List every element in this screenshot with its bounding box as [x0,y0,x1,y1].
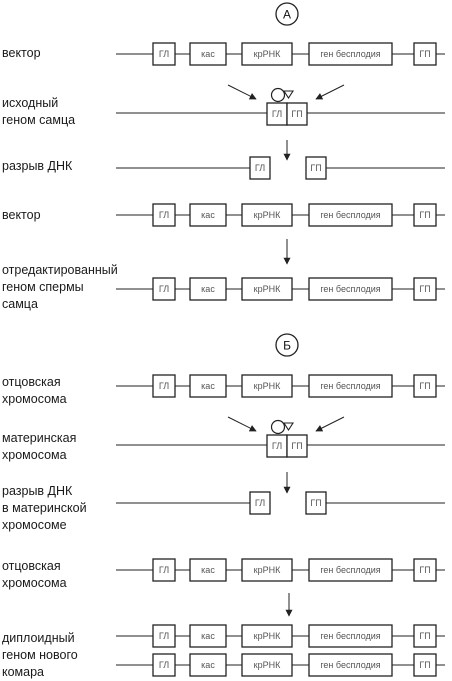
svg-text:ГЛ: ГЛ [159,565,169,575]
svg-text:кас: кас [201,565,215,575]
svg-text:ген бесплодия: ген бесплодия [320,284,380,294]
svg-text:ген бесплодия: ген бесплодия [320,49,380,59]
svg-text:ГП: ГП [419,210,430,220]
row-label-male-genome: исходный геном самца [2,96,76,127]
svg-text:кас: кас [201,49,215,59]
paternal-chromosome-b4: ГЛ кас крРНК ген бесплодия ГП [116,558,445,582]
dna-break-b: ГЛ ГП [116,491,445,515]
row-label-dna-break: разрыв ДНК [2,159,73,173]
svg-text:кас: кас [201,210,215,220]
diploid-genome-lower: ГЛ кас крРНК ген бесплодия ГП [116,653,445,677]
svg-text:ГЛ: ГЛ [159,660,169,670]
svg-text:ген бесплодия: ген бесплодия [320,381,380,391]
svg-text:ГЛ: ГЛ [159,631,169,641]
guide-rna-icon [282,90,295,100]
svg-text:кас: кас [201,660,215,670]
svg-text:кас: кас [201,631,215,641]
svg-text:ГП: ГП [291,109,302,119]
svg-text:А: А [283,8,291,22]
svg-text:крРНК: крРНК [254,49,281,59]
row-label-vector: вектор [2,46,41,60]
svg-text:крРНК: крРНК [254,381,281,391]
cas9-complex-icon [270,87,286,103]
row-label-vector-2: вектор [2,208,41,222]
row-label-edited-genome: отредактированный геном спермы самца [2,263,118,311]
guide-rna-icon [282,422,295,432]
male-genome-cut: ГЛ ГП [116,84,445,126]
panel-b-marker: Б [275,333,299,357]
svg-text:ГП: ГП [419,631,430,641]
svg-text:ГП: ГП [291,441,302,451]
svg-text:ГЛ: ГЛ [272,109,282,119]
svg-text:ген бесплодия: ген бесплодия [320,660,380,670]
svg-text:ген бесплодия: ген бесплодия [320,565,380,575]
svg-text:ГП: ГП [419,565,430,575]
svg-text:крРНК: крРНК [254,210,281,220]
paternal-chromosome-b1: ГЛ кас крРНК ген бесплодия ГП [116,374,445,398]
svg-text:ГЛ: ГЛ [272,441,282,451]
svg-text:крРНК: крРНК [254,284,281,294]
cas9-complex-icon [270,419,286,435]
svg-text:Б: Б [283,339,291,353]
svg-text:ГП: ГП [419,381,430,391]
edited-sperm-genome: ГЛ кас крРНК ген бесплодия ГП [116,277,445,301]
svg-text:ГЛ: ГЛ [159,284,169,294]
dna-break-a: ГЛ ГП [116,156,445,180]
svg-text:ГЛ: ГЛ [159,49,169,59]
vector-construct-a1: ГЛ кас крРНК ген бесплодия ГП [116,42,445,66]
svg-text:крРНК: крРНК [254,631,281,641]
svg-text:ГП: ГП [419,660,430,670]
vector-construct-a4: ГЛ кас крРНК ген бесплодия ГП [116,203,445,227]
svg-text:ген бесплодия: ген бесплодия [320,210,380,220]
row-label-paternal: отцовская хромосома [2,375,67,406]
row-label-maternal-break: разрыв ДНК в материнской хромосоме [2,484,87,532]
svg-text:ген бесплодия: ген бесплодия [320,631,380,641]
row-label-diploid: диплоидный геном нового комара [2,631,78,679]
maternal-chromosome-cut: ГЛ ГП [116,416,445,458]
svg-text:крРНК: крРНК [254,660,281,670]
svg-text:ГП: ГП [419,284,430,294]
panel-a-marker: А [275,2,299,26]
svg-text:крРНК: крРНК [254,565,281,575]
svg-text:ГЛ: ГЛ [159,210,169,220]
row-label-maternal: материнская хромосома [2,431,77,462]
svg-text:кас: кас [201,381,215,391]
svg-text:ГЛ: ГЛ [255,498,265,508]
svg-text:ГЛ: ГЛ [255,163,265,173]
svg-text:ГП: ГП [310,498,321,508]
svg-text:ГП: ГП [310,163,321,173]
svg-text:кас: кас [201,284,215,294]
svg-text:ГП: ГП [419,49,430,59]
diploid-genome-upper: ГЛ кас крРНК ген бесплодия ГП [116,624,445,648]
row-label-paternal-2: отцовская хромосома [2,559,67,590]
svg-text:ГЛ: ГЛ [159,381,169,391]
